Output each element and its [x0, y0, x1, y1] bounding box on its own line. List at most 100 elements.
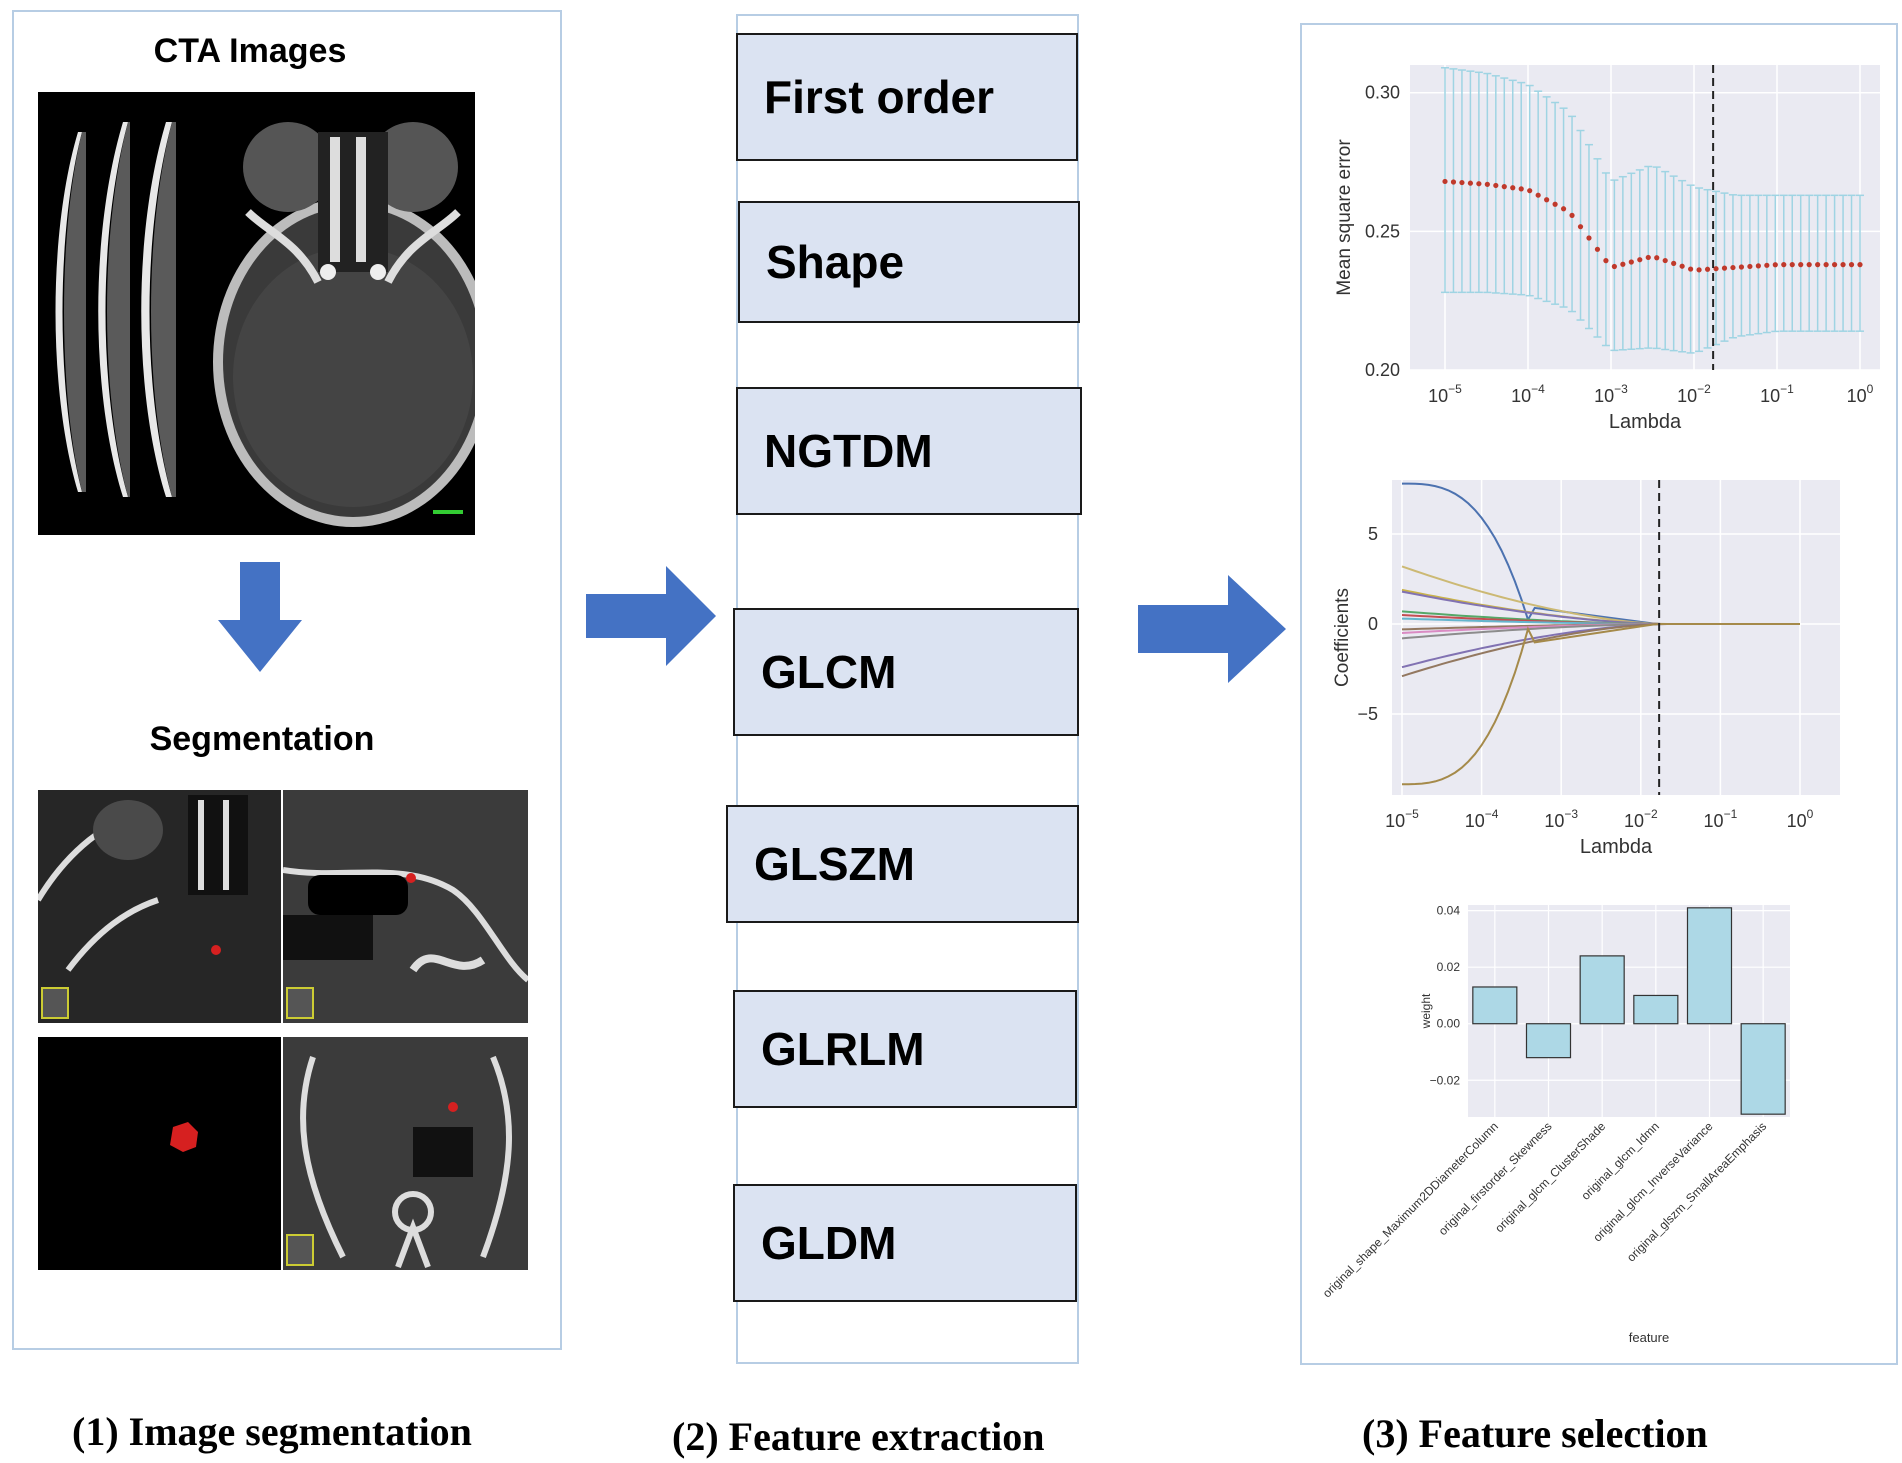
mse-point: [1696, 267, 1702, 273]
bar-y-tick-label: 0.00: [1437, 1017, 1461, 1031]
mse-point: [1645, 254, 1651, 261]
mse-point: [1501, 184, 1507, 190]
coef-path-line: [1402, 623, 1800, 786]
mse-x-tick-label: 10−4: [1511, 382, 1545, 406]
mse-point: [1704, 266, 1711, 272]
mse-point: [1518, 186, 1524, 192]
coef-plot-area: [1392, 480, 1840, 795]
weight-bar: [1579, 955, 1625, 1025]
mse-point: [1721, 265, 1728, 271]
feature-box-glcm: GLCM: [733, 608, 1079, 736]
coef-x-axis-label: Lambda: [1580, 836, 1653, 858]
mse-plot-area: [1410, 65, 1880, 370]
mse-point: [1857, 262, 1863, 268]
bar-x-tick-label: original_glcm_ClusterShade: [1492, 1119, 1608, 1235]
mse-point: [1823, 262, 1829, 268]
mse-point: [1459, 179, 1465, 186]
feature-box-glrlm: GLRLM: [733, 990, 1077, 1108]
mse-point: [1772, 262, 1778, 268]
coef-x-tick-label: 10−1: [1704, 807, 1738, 831]
segmentation-coronal-view: [283, 1037, 528, 1270]
mse-point: [1789, 262, 1795, 268]
caption-feature-extraction: (2) Feature extraction: [672, 1414, 1045, 1459]
coef-x-tick-label: 10−2: [1624, 807, 1658, 831]
mse-point: [1476, 181, 1482, 187]
mse-point: [1764, 262, 1770, 268]
right-arrow-2: [1138, 575, 1286, 683]
mse-point: [1535, 192, 1541, 198]
mse-point: [1620, 261, 1626, 267]
mse-point: [1611, 263, 1617, 270]
weight-bar: [1472, 986, 1518, 1025]
coef-x-tick-label: 10−4: [1465, 807, 1499, 831]
coef-y-tick-label: −5: [1357, 704, 1378, 724]
mse-y-axis-label: Mean square error: [1334, 139, 1355, 296]
feature-box-gldm: GLDM: [733, 1184, 1077, 1302]
mse-point: [1798, 262, 1804, 268]
bar-x-tick-label: original_firstorder_Skewness: [1436, 1119, 1555, 1238]
cta-slice-back: [55, 132, 86, 492]
weight-bar: [1633, 994, 1679, 1025]
feature-box-shape: Shape: [738, 201, 1080, 323]
bar-y-tick-label: 0.04: [1437, 904, 1461, 918]
segmentation-axial-view: [38, 790, 281, 1023]
mse-point: [1594, 246, 1601, 252]
mse-point: [1637, 257, 1643, 263]
cta-image-stack: [38, 92, 475, 535]
mse-point: [1815, 262, 1821, 268]
mse-point: [1552, 201, 1558, 207]
coef-x-tick-label: 10−3: [1544, 807, 1578, 831]
mse-point: [1713, 266, 1719, 272]
coef-y-tick-label: 0: [1368, 614, 1378, 634]
coef-y-axis-label: Coefficients: [1332, 588, 1353, 687]
mse-point: [1577, 224, 1584, 230]
mse-point: [1442, 178, 1448, 185]
mse-point: [1848, 262, 1855, 268]
segmentation-title: Segmentation: [149, 720, 375, 758]
mse-point: [1831, 262, 1838, 268]
segmentation-mask: [170, 1122, 198, 1152]
mse-x-tick-label: 100: [1847, 382, 1874, 406]
segmentation-mask-view: [38, 1037, 281, 1270]
mse-point: [1527, 188, 1533, 194]
cta-slice-front: [141, 122, 176, 497]
bar-plot-area: [1468, 905, 1790, 1117]
feature-box-ngtdm: NGTDM: [736, 387, 1082, 515]
mse-point: [1679, 263, 1685, 269]
mse-point: [1671, 260, 1677, 266]
weight-bar: [1686, 907, 1733, 1025]
down-arrow: [218, 562, 302, 672]
bar-y-axis-label: weight: [1419, 993, 1433, 1029]
mse-point: [1730, 264, 1736, 271]
mse-point: [1569, 212, 1575, 218]
right-arrow-1: [586, 566, 716, 666]
mse-point: [1840, 262, 1846, 268]
mse-point: [1586, 235, 1592, 241]
coef-x-tick-label: 100: [1787, 807, 1814, 831]
mse-y-tick-label: 0.25: [1365, 221, 1400, 241]
mse-point: [1560, 206, 1567, 212]
cta-images-title: CTA Images: [153, 32, 347, 70]
mse-point: [1544, 197, 1550, 203]
mse-point: [1628, 259, 1634, 265]
weight-bar: [1525, 1023, 1572, 1059]
weight-bar: [1740, 1023, 1786, 1115]
mse-y-tick-label: 0.20: [1365, 360, 1400, 380]
mse-x-tick-label: 10−5: [1428, 382, 1462, 406]
mse-point: [1493, 182, 1499, 189]
mse-point: [1738, 264, 1745, 270]
coef-x-tick-label: 10−5: [1385, 807, 1419, 831]
feature-box-glszm: GLSZM: [726, 805, 1079, 923]
mse-point: [1781, 262, 1787, 268]
feature-box-first-order: First order: [736, 33, 1078, 161]
aneurysm-marker-sagittal: [406, 873, 416, 883]
mse-point: [1603, 258, 1609, 264]
bar-y-tick-label: −0.02: [1430, 1073, 1461, 1087]
aneurysm-marker-coronal: [448, 1102, 458, 1112]
coef-y-tick-label: 5: [1368, 524, 1378, 544]
mse-x-axis-label: Lambda: [1609, 411, 1682, 433]
mse-point: [1654, 255, 1660, 261]
segmentation-sagittal-view: [283, 790, 528, 1023]
